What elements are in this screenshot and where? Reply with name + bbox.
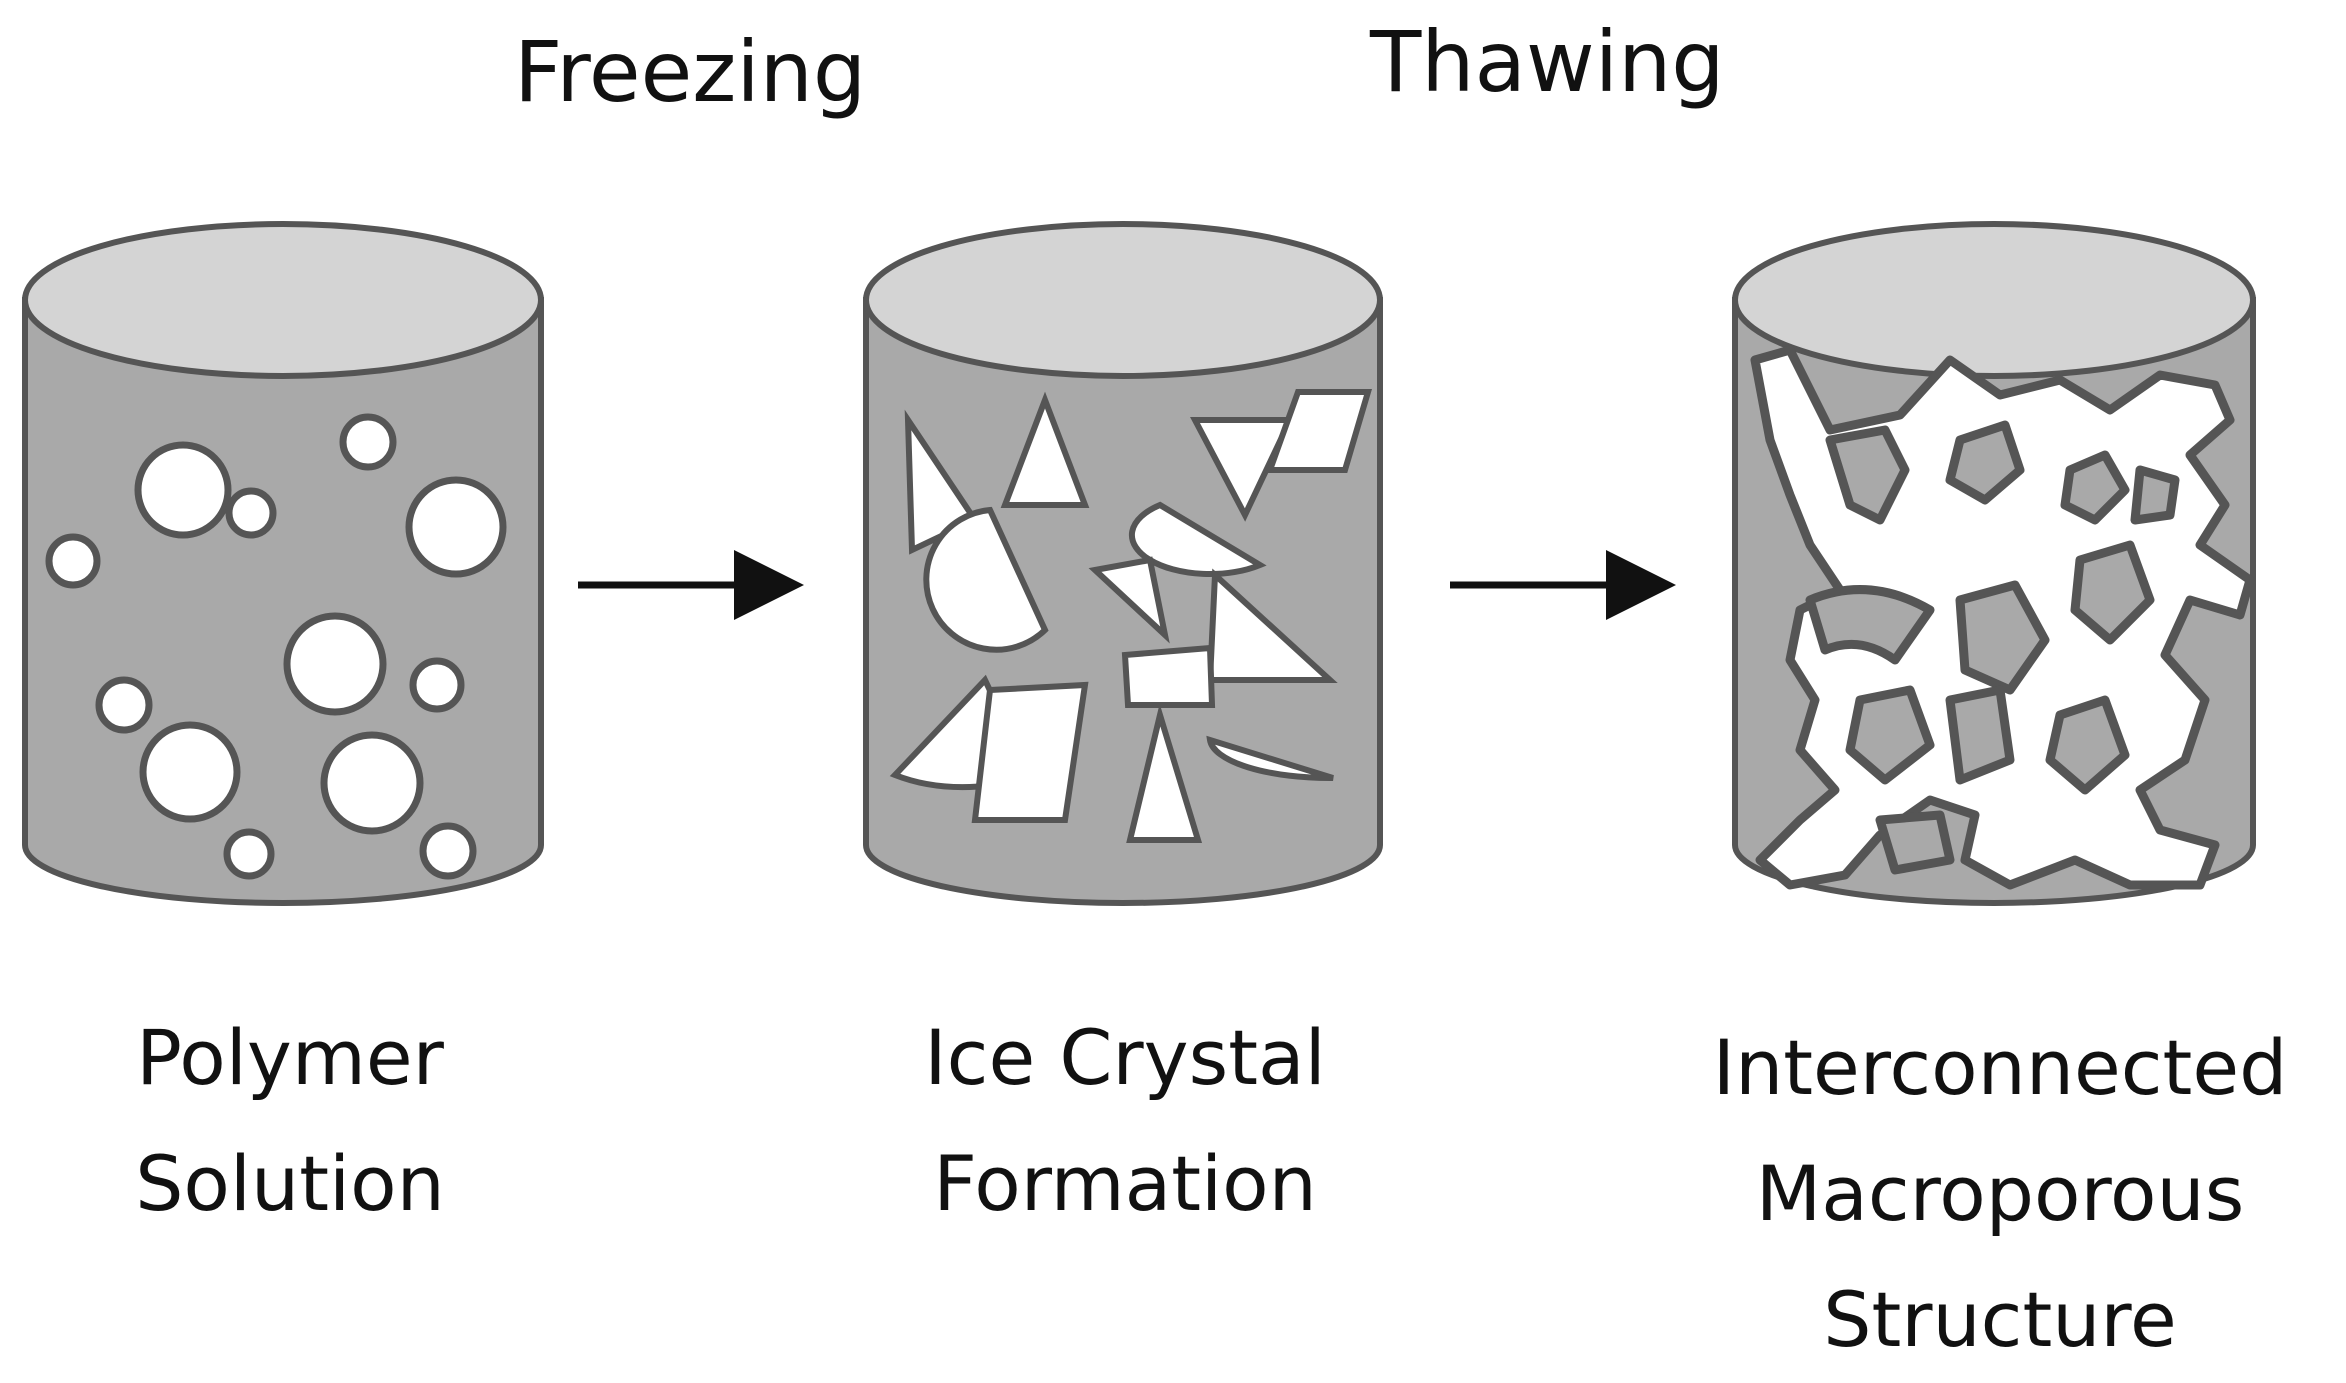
droplet [409,657,465,713]
polymer-wall [1945,685,2015,785]
polymer-wall [1845,685,1935,785]
polymer-wall [1945,420,2025,505]
macroporous-cylinder [1732,221,2256,906]
polymer-wall [2070,540,2155,645]
thawing-label: Thawing [1370,13,1725,111]
ice-crystal [1190,417,1295,522]
polymer-wall [1805,585,1935,665]
caption-line: Macroporous [1755,1149,2245,1238]
droplet [134,441,232,539]
polymer-wall [2060,450,2130,525]
ice-crystal [1121,644,1216,708]
droplet [419,822,477,880]
cylinder-top [22,221,544,379]
droplet [225,487,277,539]
polymer-wall [1955,580,2050,695]
ice-crystals [889,389,1373,843]
ice-crystal [1206,568,1338,683]
droplet [405,476,507,578]
droplet [95,676,153,734]
caption-line: Interconnected [1712,1023,2288,1112]
caption-line: Polymer [136,1013,444,1102]
ice-crystal [1088,556,1170,644]
ice-crystal-caption: Ice Crystal Formation [905,995,1345,1247]
polymer-droplets [45,413,507,880]
ice-crystal [1000,391,1090,508]
cylinder-body [22,297,544,906]
polymer-wall [1825,425,1910,525]
ice-crystal [923,506,1049,653]
freezing-label: Freezing [514,23,867,121]
droplet [223,828,275,880]
polymer-solution-caption: Polymer Solution [100,995,480,1247]
droplet [45,533,101,589]
ice-crystal [1265,389,1373,473]
ice-crystal [971,681,1089,823]
caption-line: Ice Crystal [924,1013,1326,1102]
polymer-wall [2045,695,2130,795]
cylinder-top [1732,221,2256,379]
caption-line: Structure [1823,1275,2177,1364]
polymer-wall [2130,465,2180,525]
droplet [339,413,397,471]
ice-crystal-cylinder [863,221,1383,906]
droplet [320,731,424,835]
polymer-wall [1875,810,1955,875]
ice-crystal [1126,703,1203,843]
polymer-walls [1805,420,2180,875]
caption-line: Formation [933,1139,1317,1228]
ice-crystal [1206,735,1334,782]
droplet [139,721,241,823]
polymer-solution-cylinder [22,221,544,906]
caption-line: Solution [135,1139,445,1228]
macroporous-caption: Interconnected Macroporous Structure [1660,1005,2340,1383]
droplet [283,612,387,716]
cylinder-top [863,221,1383,379]
